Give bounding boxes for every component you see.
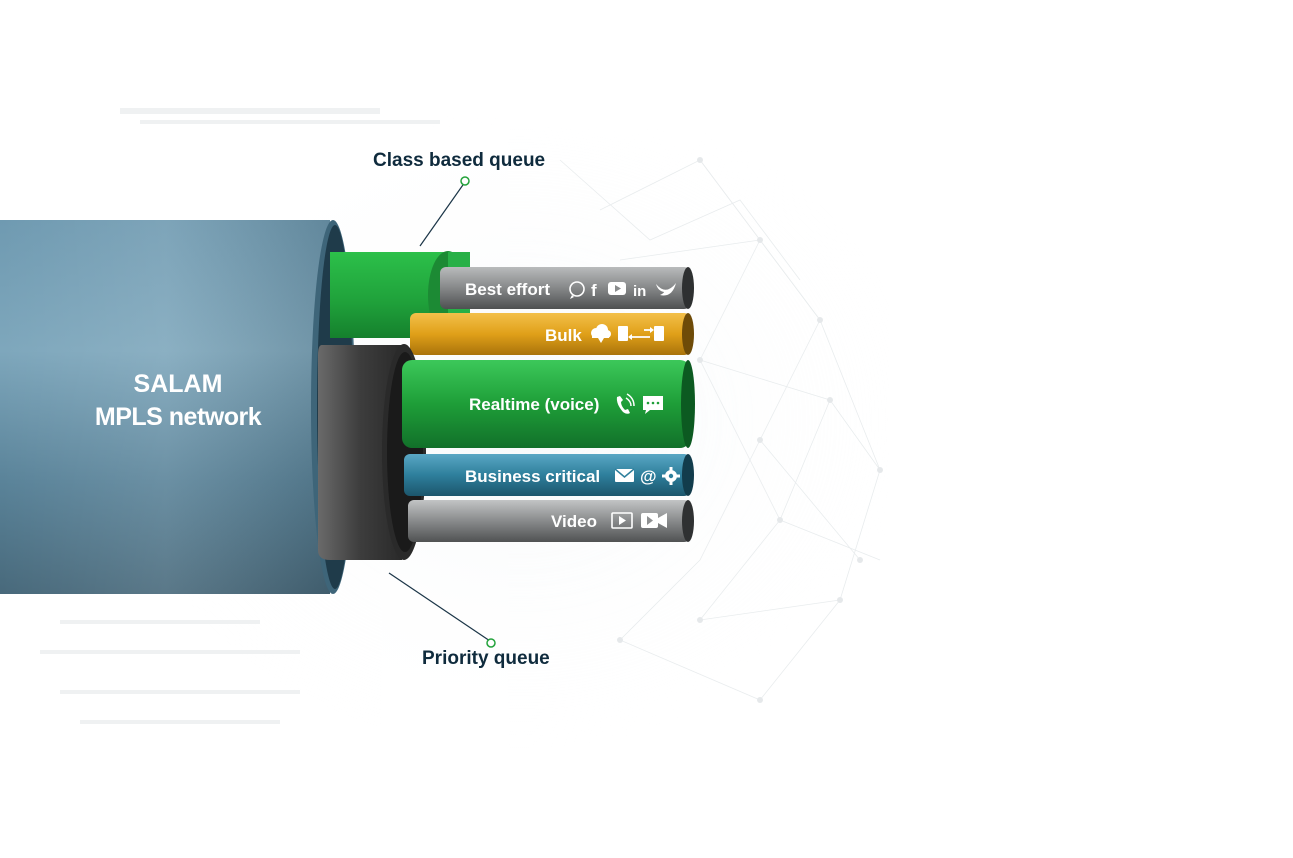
tube-business-critical: Business critical @ xyxy=(404,454,694,496)
tube-best-effort: Best effort f in xyxy=(440,267,694,309)
svg-text:@: @ xyxy=(640,467,657,486)
callout-class-based-text: Class based queue xyxy=(373,150,545,171)
youtube-icon xyxy=(608,282,626,295)
network-label-line1: SALAM xyxy=(134,370,223,398)
callout-class-based-queue: Class based queue xyxy=(373,150,545,247)
tube-business-critical-label: Business critical xyxy=(465,467,600,486)
network-label-line2: MPLS network xyxy=(95,403,262,431)
business-critical-icons: @ xyxy=(614,467,680,486)
bulk-icons xyxy=(591,324,664,343)
callout-class-based-line xyxy=(419,181,466,247)
tube-bulk-label: Bulk xyxy=(545,326,582,345)
tube-video: Video xyxy=(408,500,694,542)
tube-best-effort-label: Best effort xyxy=(465,280,550,299)
file-transfer-icon xyxy=(618,326,664,341)
tube-realtime-voice: Realtime (voice) xyxy=(402,360,695,448)
callout-class-based-dot xyxy=(460,176,470,186)
callout-priority-queue: Priority queue xyxy=(388,572,550,669)
twitter-icon xyxy=(656,283,676,296)
callout-priority-line xyxy=(388,572,491,642)
tube-realtime-voice-label: Realtime (voice) xyxy=(469,395,599,414)
svg-text:in: in xyxy=(633,283,646,300)
whatsapp-icon xyxy=(569,281,585,299)
tube-bulk: Bulk xyxy=(410,313,694,355)
callout-priority-dot xyxy=(486,638,496,648)
callout-priority-text: Priority queue xyxy=(422,648,550,669)
video-player-icon xyxy=(611,512,633,529)
email-icon xyxy=(614,468,635,482)
network-label: SALAM MPLS network xyxy=(95,370,262,431)
cloud-download-icon xyxy=(591,324,611,343)
best-effort-icons: f in xyxy=(569,281,676,300)
video-camera-icon xyxy=(641,513,667,528)
gear-icon xyxy=(662,467,680,485)
at-sign-icon: @ xyxy=(640,467,657,486)
realtime-icons xyxy=(616,393,663,414)
linkedin-icon: in xyxy=(633,283,646,300)
video-icons xyxy=(611,512,667,529)
phone-call-icon xyxy=(616,393,635,414)
svg-text:f: f xyxy=(591,281,597,300)
chat-bubble-icon xyxy=(643,396,663,414)
tube-video-label: Video xyxy=(551,512,597,531)
facebook-icon: f xyxy=(591,281,597,300)
